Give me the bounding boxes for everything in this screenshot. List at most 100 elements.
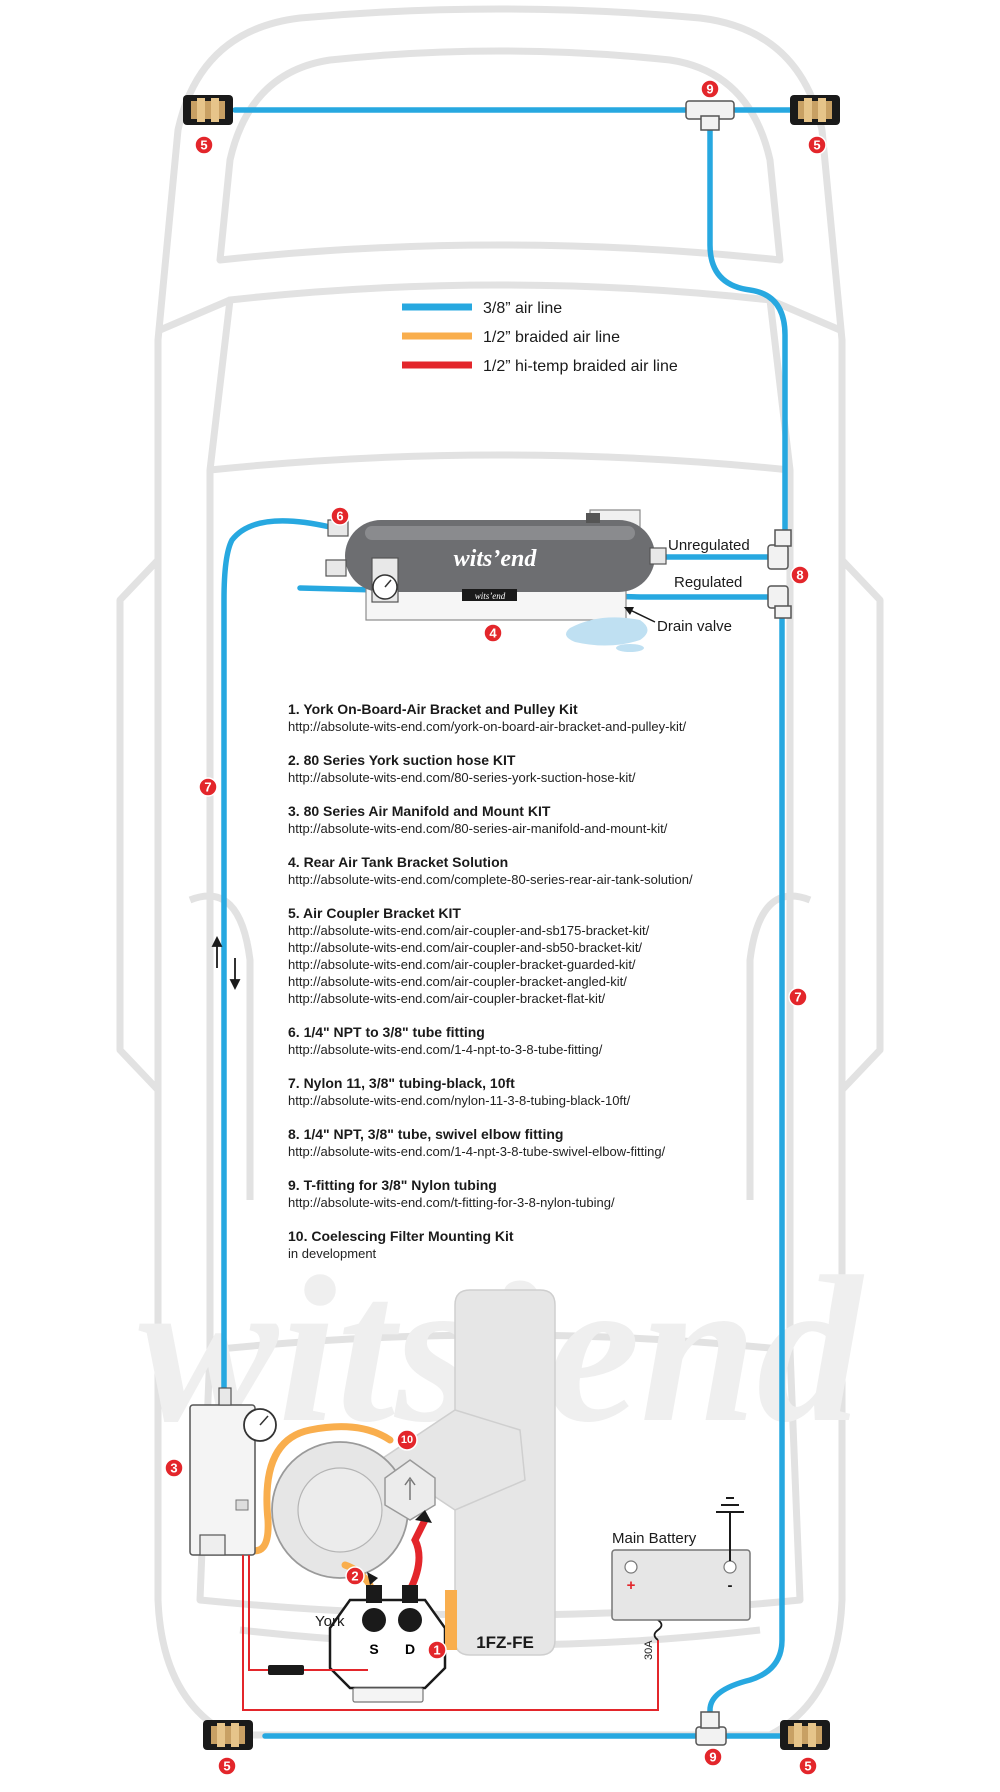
kit-title: 6. 1/4" NPT to 3/8" tube fitting: [288, 1024, 485, 1040]
kit-item: 8. 1/4" NPT, 3/8" tube, swivel elbow fit…: [288, 1125, 808, 1160]
air-manifold: [189, 1387, 277, 1556]
engine: 1FZ-FE: [378, 1289, 556, 1656]
svg-text:10: 10: [401, 1434, 413, 1446]
svg-text:5: 5: [200, 138, 207, 153]
rear-left-coupler: [203, 1720, 253, 1750]
vehicle-outline: [116, 5, 884, 1739]
air-tank-assembly: wits’end wits’end: [325, 509, 667, 652]
battery-plus: +: [627, 1577, 636, 1594]
callout-5-rear-right: 5: [798, 1756, 818, 1776]
tank-unregulated-fitting: [649, 547, 667, 565]
battery-minus: -: [728, 1577, 733, 1594]
kit-item: 7. Nylon 11, 3/8" tubing-black, 10ft http…: [288, 1074, 808, 1109]
kit-link[interactable]: http://absolute-wits-end.com/air-coupler…: [288, 991, 606, 1006]
kit-link[interactable]: http://absolute-wits-end.com/nylon-11-3-…: [288, 1093, 631, 1108]
fuse-label: 30A: [643, 1640, 655, 1660]
kit-link[interactable]: http://absolute-wits-end.com/t-fitting-f…: [288, 1195, 615, 1210]
svg-text:7: 7: [794, 990, 801, 1005]
svg-text:5: 5: [804, 1759, 811, 1774]
callout-9-front: 9: [700, 79, 720, 99]
svg-text:9: 9: [709, 1750, 716, 1765]
kit-link[interactable]: http://absolute-wits-end.com/complete-80…: [288, 872, 693, 887]
kit-item: 1. York On-Board-Air Bracket and Pulley …: [288, 700, 808, 735]
kit-link[interactable]: http://absolute-wits-end.com/air-coupler…: [288, 974, 627, 989]
flow-arrows: [211, 935, 241, 991]
svg-text:7: 7: [204, 780, 211, 795]
legend: 3/8” air line 1/2” braided air line 1/2”…: [402, 300, 678, 375]
svg-text:3: 3: [170, 1461, 177, 1476]
kit-link[interactable]: http://absolute-wits-end.com/80-series-a…: [288, 821, 668, 836]
callout-7-left: 7: [198, 777, 218, 797]
drain-valve-label: Drain valve: [657, 618, 732, 635]
callout-5-rear-left: 5: [217, 1756, 237, 1776]
legend-label-braided: 1/2” braided air line: [483, 329, 620, 346]
kit-title: 4. Rear Air Tank Bracket Solution: [288, 854, 509, 870]
unregulated-elbow: [767, 529, 792, 570]
callout-3: 3: [164, 1458, 184, 1478]
inline-fuse: [268, 1665, 304, 1675]
parts-list: 1. York On-Board-Air Bracket and Pulley …: [288, 700, 808, 1278]
svg-text:5: 5: [223, 1759, 230, 1774]
svg-text:6: 6: [336, 509, 343, 524]
front-left-coupler: [183, 95, 233, 125]
york-label: York: [315, 1613, 345, 1630]
kit-item: 5. Air Coupler Bracket KIT http://absolut…: [288, 904, 808, 1007]
kit-link[interactable]: http://absolute-wits-end.com/air-coupler…: [288, 940, 643, 955]
svg-text:1: 1: [433, 1643, 440, 1658]
kit-link[interactable]: http://absolute-wits-end.com/1-4-npt-to-…: [288, 1042, 603, 1057]
callout-4: 4: [483, 623, 503, 643]
drain-puddle: [566, 617, 648, 646]
kit-link[interactable]: http://absolute-wits-end.com/air-coupler…: [288, 923, 650, 938]
fuse-30a: [653, 1619, 663, 1641]
svg-text:9: 9: [706, 82, 713, 97]
unregulated-label: Unregulated: [668, 537, 750, 554]
rear-feed-line: [707, 611, 785, 1728]
tank-outlet-fitting: [325, 559, 347, 577]
braided-hose-manifold: [241, 1423, 394, 1555]
regulated-elbow: [767, 585, 792, 619]
callout-8: 8: [790, 565, 810, 585]
kit-link[interactable]: http://absolute-wits-end.com/air-coupler…: [288, 957, 636, 972]
callout-5-front-right: 5: [807, 135, 827, 155]
kit-title: 1. York On-Board-Air Bracket and Pulley …: [288, 701, 578, 717]
york-compressor: S D: [328, 1585, 457, 1703]
kit-title: 2. 80 Series York suction hose KIT: [288, 752, 516, 768]
main-battery: + -: [611, 1549, 751, 1621]
svg-text:5: 5: [813, 138, 820, 153]
kit-title: 8. 1/4" NPT, 3/8" tube, swivel elbow fit…: [288, 1126, 564, 1142]
kit-title: 7. Nylon 11, 3/8" tubing-black, 10ft: [288, 1075, 515, 1091]
engine-label: 1FZ-FE: [476, 1633, 534, 1652]
hi-temp-hose: [406, 1516, 429, 1594]
air-lines: [221, 107, 793, 1739]
callout-5-front-left: 5: [194, 135, 214, 155]
kit-title: 9. T-fitting for 3/8" Nylon tubing: [288, 1177, 497, 1193]
main-battery-label: Main Battery: [612, 1530, 697, 1547]
callout-6: 6: [330, 506, 350, 526]
regulated-label: Regulated: [674, 574, 742, 591]
callout-7-right: 7: [788, 987, 808, 1007]
svg-text:8: 8: [796, 568, 803, 583]
kit-link[interactable]: http://absolute-wits-end.com/york-on-boa…: [288, 719, 687, 734]
callout-2: 2: [345, 1566, 365, 1586]
callout-1: 1: [427, 1640, 447, 1660]
drain-arrow: [627, 608, 656, 623]
kit-link[interactable]: http://absolute-wits-end.com/80-series-y…: [288, 770, 636, 785]
discharge-port-label: D: [405, 1641, 415, 1657]
tank-brand-logo: wits’end: [454, 546, 538, 572]
kit-title: 5. Air Coupler Bracket KIT: [288, 905, 461, 921]
kit-item: 6. 1/4" NPT to 3/8" tube fitting http://a…: [288, 1023, 808, 1058]
suction-port-label: S: [369, 1641, 378, 1657]
rear-t-fitting: [695, 1711, 727, 1746]
kit-item: 4. Rear Air Tank Bracket Solution http://…: [288, 853, 808, 888]
kit-status: in development: [288, 1246, 377, 1261]
front-to-tank-line: [707, 122, 788, 543]
kit-link[interactable]: http://absolute-wits-end.com/1-4-npt-3-8…: [288, 1144, 666, 1159]
callout-9-rear: 9: [703, 1747, 723, 1767]
legend-label-hi-temp: 1/2” hi-temp braided air line: [483, 358, 678, 375]
ground-symbol: [716, 1497, 744, 1561]
legend-label-air-line: 3/8” air line: [483, 300, 562, 317]
kit-title: 10. Coelescing Filter Mounting Kit: [288, 1228, 514, 1244]
svg-text:2: 2: [351, 1569, 358, 1584]
